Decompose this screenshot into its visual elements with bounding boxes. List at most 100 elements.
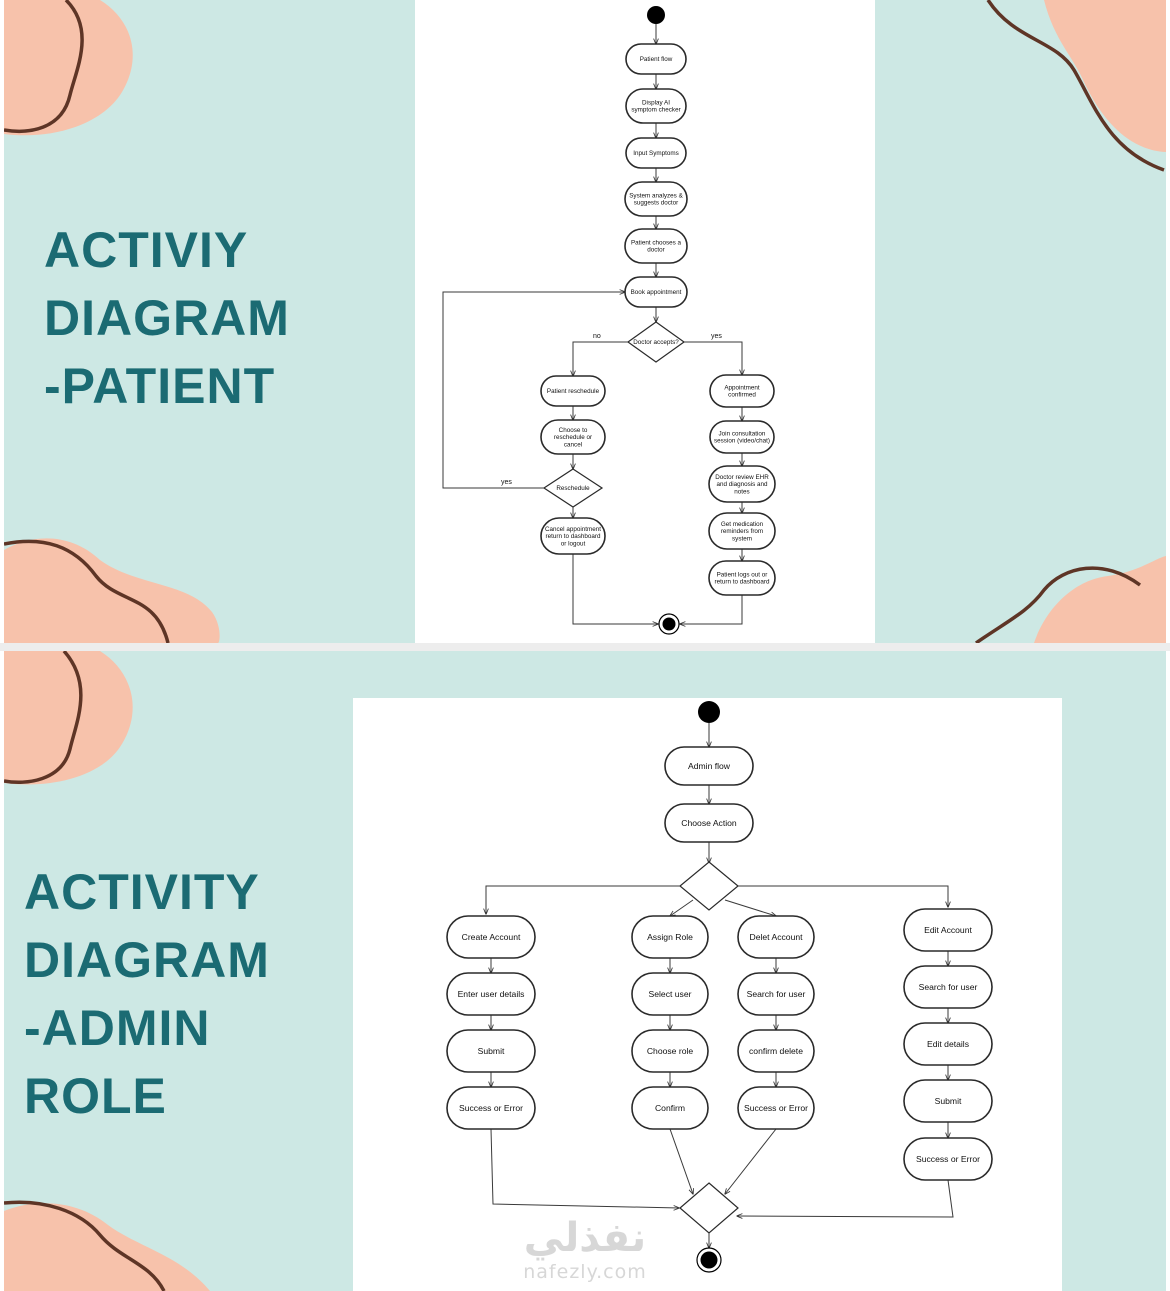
activity-r4: Confirm xyxy=(631,1086,709,1130)
squiggle-bottom-right xyxy=(974,566,1142,643)
flow-arrow xyxy=(572,554,658,624)
activity-label: notes xyxy=(734,488,749,495)
activity-label: Enter user details xyxy=(458,989,525,999)
activity-ba: Book appointment xyxy=(624,276,688,308)
activity-label: Get medication xyxy=(721,521,764,528)
blob-top-right xyxy=(1044,0,1166,152)
activity-shape xyxy=(708,512,776,550)
activity-e3: Edit details xyxy=(903,1022,993,1066)
activity-shape xyxy=(540,517,606,555)
flow-arrow xyxy=(680,595,743,624)
activity-label: session (video/chat) xyxy=(714,438,770,445)
activity-label: Patient chooses a xyxy=(631,240,682,247)
activity-e5: Success or Error xyxy=(903,1137,993,1181)
activity-shape xyxy=(664,803,754,843)
blob-bottom-right xyxy=(1034,556,1166,643)
activity-label: Patient reschedule xyxy=(547,388,600,395)
activity-label: Success or Error xyxy=(744,1103,808,1113)
activity-shape xyxy=(903,908,993,952)
decision-shape xyxy=(626,321,686,363)
activity-label: Edit Account xyxy=(924,925,972,935)
activity-label: doctor xyxy=(647,247,665,254)
activity-shape xyxy=(625,137,687,169)
activity-sa: System analyzes &suggests doctor xyxy=(624,181,688,217)
activity-d2: Search for user xyxy=(737,972,815,1016)
activity-label: return to dashboard xyxy=(546,533,601,540)
activity-shape xyxy=(631,915,709,959)
decision-label: Doctor accepts? xyxy=(633,339,679,346)
flow-arrow xyxy=(724,899,776,916)
blob-top-left xyxy=(4,0,133,136)
activity-r2: Select user xyxy=(631,972,709,1016)
activity-label: suggests doctor xyxy=(634,200,678,207)
flow-arrow xyxy=(737,1179,954,1217)
flow-arrow xyxy=(442,292,625,489)
activity-shape xyxy=(709,420,775,454)
activity-shape xyxy=(631,1029,709,1073)
activity-shape xyxy=(903,1137,993,1181)
edge-label: yes xyxy=(711,333,722,340)
start-node xyxy=(698,701,720,723)
activity-label: Patient flow xyxy=(640,56,673,63)
activity-shape xyxy=(737,1029,815,1073)
activity-shape xyxy=(708,465,776,503)
activity-label: Appointment xyxy=(724,385,760,392)
decorative-shapes xyxy=(4,0,1166,643)
squiggle-bottom-left xyxy=(4,539,170,643)
flow-arrow xyxy=(725,1128,777,1194)
decision-shape xyxy=(679,861,739,911)
activity-label: Book appointment xyxy=(631,289,682,296)
activity-label: Submit xyxy=(478,1046,505,1056)
activity-d1: Delet Account xyxy=(737,915,815,959)
title-line: DIAGRAM xyxy=(24,932,270,988)
activity-label: Choose role xyxy=(647,1046,694,1056)
end-node xyxy=(658,613,680,635)
flow-arrow xyxy=(490,1128,679,1208)
title-line: ACTIVITY xyxy=(24,864,260,920)
activity-label: Choose to xyxy=(559,427,588,434)
activity-label: or logout xyxy=(561,540,586,547)
decision-merge xyxy=(679,1182,739,1234)
edge-label: yes xyxy=(501,479,512,486)
activity-shape xyxy=(624,181,688,217)
activity-shape xyxy=(446,1029,536,1073)
activity-label: Join consultation xyxy=(719,431,766,438)
activity-e2: Search for user xyxy=(903,965,993,1009)
admin-diagram-title: ACTIVITY DIAGRAM -ADMIN ROLE xyxy=(24,858,270,1130)
activity-label: Input Symptoms xyxy=(633,150,679,157)
activity-label: return to dashboard xyxy=(715,579,770,586)
activity-label: Admin flow xyxy=(688,761,731,771)
edge-label: no xyxy=(593,333,601,340)
activity-shape xyxy=(540,375,606,407)
activity-label: Search for user xyxy=(747,989,806,999)
activity-shape xyxy=(903,1022,993,1066)
activity-shape xyxy=(625,43,687,75)
activity-label: System analyzes & xyxy=(629,193,683,200)
activity-ch: Choose Action xyxy=(664,803,754,843)
squiggle-top-left xyxy=(4,651,83,785)
decision-rs: Reschedule xyxy=(542,468,604,508)
activity-label: system xyxy=(732,535,752,542)
squiggle-top-left xyxy=(4,0,84,134)
activity-label: Confirm xyxy=(655,1103,685,1113)
activity-c1: Create Account xyxy=(446,915,536,959)
activity-shape xyxy=(737,915,815,959)
activity-label: reschedule or xyxy=(554,434,592,441)
activity-shape xyxy=(664,746,754,786)
activity-shape xyxy=(631,1086,709,1130)
activity-shape xyxy=(709,374,775,408)
activity-shape xyxy=(446,1086,536,1130)
patient-diagram-title: ACTIVIY DIAGRAM -PATIENT xyxy=(44,216,290,420)
activity-label: Assign Role xyxy=(647,932,693,942)
activity-shape xyxy=(737,1086,815,1130)
activity-label: Cancel appointment xyxy=(545,526,601,533)
activity-label: Submit xyxy=(935,1096,962,1106)
